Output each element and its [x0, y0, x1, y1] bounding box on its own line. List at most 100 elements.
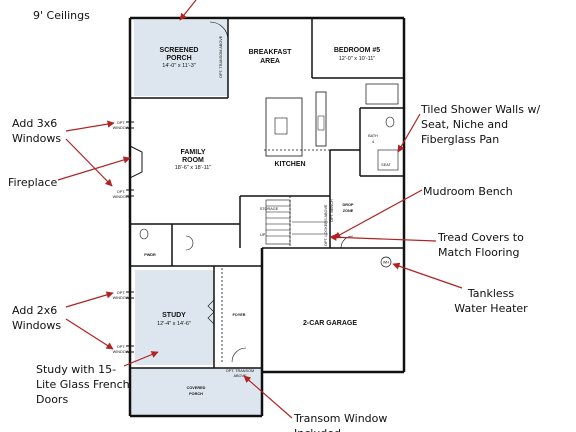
- room-label: BATH: [368, 134, 378, 138]
- wh-label: WH: [383, 261, 390, 265]
- annotation-line: Transom Window: [294, 412, 388, 425]
- annotation-line: Windows: [12, 132, 62, 145]
- plan-note: ABOVE: [233, 374, 247, 378]
- annotation-line: Doors: [36, 393, 69, 406]
- annotation-line: Tankless: [467, 287, 515, 300]
- closet-shelf: [365, 83, 399, 105]
- plan-note: OPT.: [117, 345, 125, 349]
- annotation-add-2x6-windows: Add 2x6 Windows: [12, 303, 61, 333]
- arrow-tread: [329, 233, 437, 242]
- annotation-add-3x6-windows: Add 3x6 Windows: [12, 116, 61, 146]
- room-label: AREA: [260, 58, 280, 65]
- room-label: SCREENED: [160, 47, 199, 54]
- arrow-3x6-top: [65, 120, 115, 132]
- room-label: FOYER: [232, 313, 245, 317]
- arrow-study-doors: [123, 351, 159, 367]
- plan-note: WINDOW: [113, 296, 130, 300]
- annotation-line: Match Flooring: [438, 246, 520, 259]
- plan-note: OPT. TRANSOM ABOVE: [219, 35, 223, 78]
- arrow-mudroom: [333, 189, 423, 239]
- annotation-tread-covers: Tread Covers to Match Flooring: [438, 230, 524, 260]
- study-french-doors: [207, 299, 215, 325]
- fireplace-symbol: [129, 145, 143, 179]
- room-dimension: 12'-4" x 14'-6": [157, 321, 191, 327]
- exterior-walls: [128, 16, 406, 418]
- annotation-ceilings: 9' Ceilings: [33, 9, 90, 22]
- screened-porch-fill: [134, 20, 228, 96]
- room-label: BEDROOM #5: [334, 47, 380, 54]
- room-label: ROOM: [182, 157, 204, 164]
- annotation-line: Windows: [12, 319, 62, 332]
- annotation-line: Tiled Shower Walls w/: [421, 103, 541, 116]
- window-marks: [126, 121, 134, 353]
- plan-note: OPT.: [117, 190, 125, 194]
- pwdr-toilet: [139, 228, 149, 240]
- annotation-line: Add 2x6: [12, 304, 58, 317]
- annotation-line: Water Heater: [454, 302, 528, 315]
- annotation-line: Tread Covers to: [438, 231, 524, 244]
- cooktop: [317, 115, 325, 131]
- room-label: COVERED: [187, 386, 206, 390]
- annotation-line: Lite Glass French: [36, 378, 130, 391]
- room-label: PORCH: [166, 55, 191, 62]
- arrow-2x6-bottom: [65, 318, 114, 350]
- stairs-up-label: UP: [260, 233, 266, 237]
- room-label: DROP: [343, 203, 354, 207]
- plan-note: WINDOW: [113, 195, 130, 199]
- room-label: ZONE: [343, 209, 354, 213]
- interior-walls: [130, 18, 404, 369]
- seat-label: SEAT: [381, 163, 391, 167]
- annotation-line: Study with 15-: [36, 363, 117, 376]
- arrow-ceilings: [179, 0, 197, 21]
- room-label: BREAKFAST: [249, 49, 293, 56]
- plan-note: OPT. LOCKERS ABOVE: [324, 204, 328, 246]
- drop-zone-door-swing: [340, 235, 354, 249]
- plan-note: OPT.: [117, 291, 125, 295]
- plan-note: WINDOW: [113, 126, 130, 130]
- porch-door-swing: [209, 21, 229, 41]
- room-label: 2-CAR GARAGE: [303, 320, 357, 327]
- kitchen-counter: [315, 91, 327, 147]
- arrow-2x6-top: [65, 291, 114, 308]
- foyer-door-swing: [231, 347, 247, 363]
- arrow-fireplace: [57, 156, 131, 181]
- annotation-fireplace: Fireplace: [8, 176, 58, 189]
- pwdr-door-swing: [185, 235, 194, 251]
- stairs: [265, 199, 328, 245]
- room-label: KITCHEN: [274, 161, 305, 168]
- annotation-tankless-water-heater: Tankless Water Heater: [436, 286, 546, 316]
- room-dimension: 12'-0" x 10'-11": [339, 56, 376, 62]
- annotation-line: Included: [294, 426, 387, 432]
- arrow-transom: [243, 375, 293, 419]
- plan-note: OPT.: [117, 121, 125, 125]
- dashed-lines: [221, 149, 330, 362]
- storage-label: STORAGE: [260, 207, 279, 211]
- shower-seat: [377, 149, 399, 171]
- room-dimension: 14'-0" x 11'-3": [162, 63, 195, 69]
- plan-note: WINDOW: [113, 350, 130, 354]
- annotation-line: Add 3x6: [12, 117, 58, 130]
- arrow-3x6-bottom: [65, 138, 113, 187]
- room-label: STUDY: [162, 312, 186, 319]
- room-label: 4: [372, 140, 374, 144]
- annotation-arrows: [57, 0, 463, 419]
- island-sink: [274, 117, 288, 135]
- room-dimension: 18'-6" x 18'-11": [175, 165, 212, 171]
- water-heater: [380, 256, 392, 268]
- arrow-tankless: [392, 262, 463, 289]
- annotation-mudroom-bench: Mudroom Bench: [423, 185, 513, 198]
- bath-toilet: [385, 116, 395, 128]
- study-fill: [135, 270, 214, 365]
- plan-note: OPT. BENCH: [330, 199, 334, 222]
- kitchen-island: [265, 97, 303, 157]
- room-label: PWDR: [144, 253, 156, 257]
- annotation-tiled-shower: Tiled Shower Walls w/ Seat, Niche and Fi…: [421, 102, 540, 147]
- room-label: FAMILY: [180, 149, 205, 156]
- annotation-line: Fiberglass Pan: [421, 133, 500, 146]
- covered-porch-fill: [130, 368, 262, 416]
- annotation-study-glass-doors: Study with 15- Lite Glass French Doors: [36, 362, 130, 407]
- arrow-tiled-shower: [397, 113, 421, 153]
- plan-note: OPT. TRANSOM: [226, 369, 254, 373]
